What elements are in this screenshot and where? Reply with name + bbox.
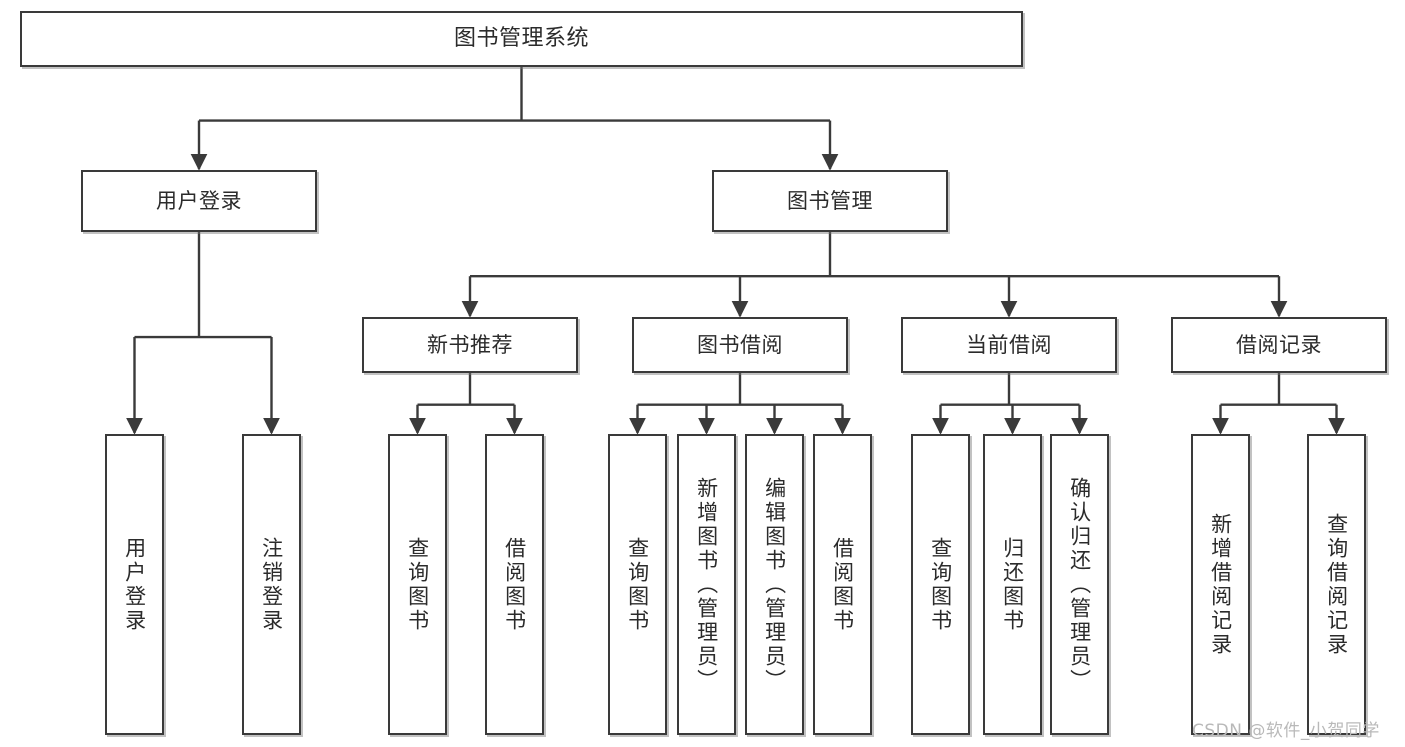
node-label: 注销登录 <box>259 536 284 633</box>
node-label: 查询图书 <box>625 536 650 633</box>
node-leaf-edit-book[interactable]: 编辑图书（管理员） <box>745 434 804 735</box>
node-label: 借阅记录 <box>1236 332 1322 357</box>
node-leaf-query-record[interactable]: 查询借阅记录 <box>1307 434 1366 735</box>
node-leaf-add-record[interactable]: 新增借阅记录 <box>1191 434 1250 735</box>
node-label: 图书管理 <box>787 188 873 213</box>
node-label: 确认归还（管理员） <box>1067 476 1092 693</box>
node-label: 查询图书 <box>928 536 953 633</box>
node-label: 图书管理系统 <box>453 26 589 52</box>
node-label: 编辑图书（管理员） <box>762 476 787 693</box>
node-leaf-user-login[interactable]: 用户登录 <box>105 434 164 735</box>
node-book-borrow[interactable]: 图书借阅 <box>632 317 848 373</box>
node-label: 用户登录 <box>156 188 242 213</box>
node-new-book-rec[interactable]: 新书推荐 <box>362 317 578 373</box>
node-book-manage[interactable]: 图书管理 <box>712 170 948 232</box>
node-leaf-borrow-book-1[interactable]: 借阅图书 <box>485 434 544 735</box>
node-label: 借阅图书 <box>830 536 855 633</box>
node-borrow-record[interactable]: 借阅记录 <box>1171 317 1387 373</box>
node-leaf-confirm-return[interactable]: 确认归还（管理员） <box>1050 434 1109 735</box>
node-label: 新增图书（管理员） <box>694 476 719 693</box>
node-leaf-query-book-3[interactable]: 查询图书 <box>911 434 970 735</box>
node-user-login[interactable]: 用户登录 <box>81 170 317 232</box>
node-label: 新书推荐 <box>427 332 513 357</box>
node-leaf-return-book[interactable]: 归还图书 <box>983 434 1042 735</box>
csdn-watermark: CSDN @软件_小贺同学 <box>1192 721 1380 741</box>
node-leaf-borrow-book-2[interactable]: 借阅图书 <box>813 434 872 735</box>
node-label: 当前借阅 <box>966 332 1052 357</box>
node-label: 图书借阅 <box>697 332 783 357</box>
node-label: 用户登录 <box>122 536 147 633</box>
node-leaf-logout[interactable]: 注销登录 <box>242 434 301 735</box>
node-label: 查询借阅记录 <box>1324 512 1349 657</box>
node-label: 借阅图书 <box>502 536 527 633</box>
node-leaf-add-book[interactable]: 新增图书（管理员） <box>677 434 736 735</box>
node-current-borrow[interactable]: 当前借阅 <box>901 317 1117 373</box>
node-root[interactable]: 图书管理系统 <box>20 11 1023 67</box>
node-label: 归还图书 <box>1000 536 1025 633</box>
node-label: 新增借阅记录 <box>1208 512 1233 657</box>
node-label: 查询图书 <box>405 536 430 633</box>
node-leaf-query-book-2[interactable]: 查询图书 <box>608 434 667 735</box>
node-leaf-query-book-1[interactable]: 查询图书 <box>388 434 447 735</box>
